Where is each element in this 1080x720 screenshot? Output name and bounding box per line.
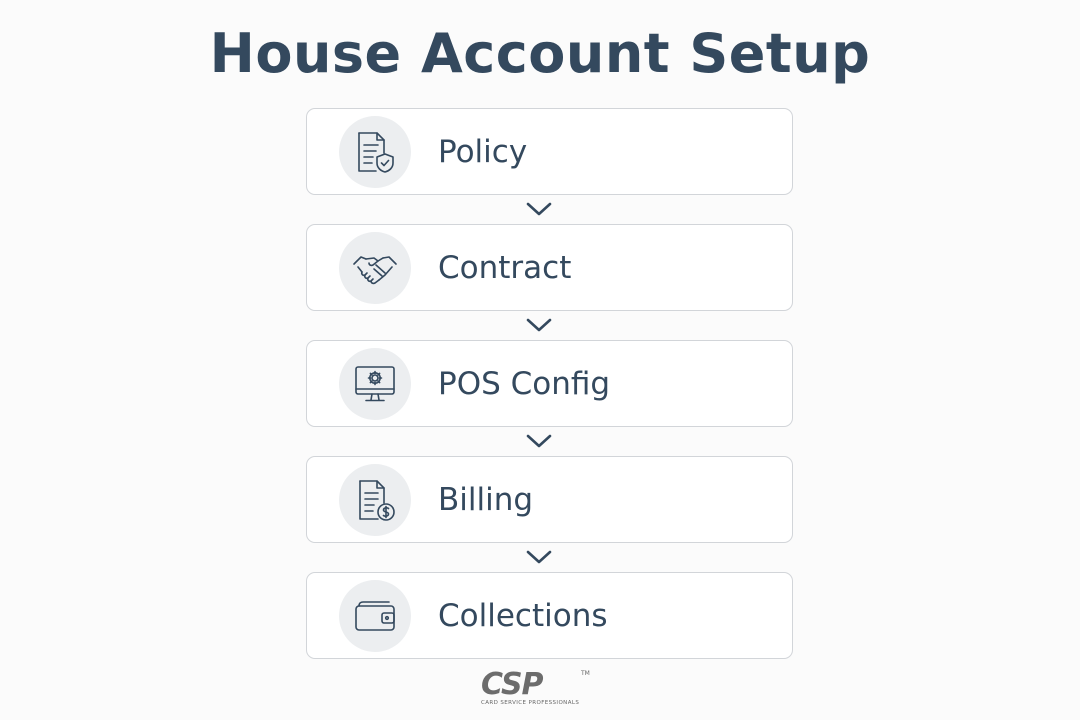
step-contract: Contract: [306, 224, 793, 311]
step-pos-config: POS Config: [306, 340, 793, 427]
chevron-down-icon: [306, 543, 793, 572]
chevron-down-icon: [306, 311, 793, 340]
monitor-gear-icon: [339, 348, 411, 420]
step-label: Contract: [438, 250, 572, 286]
chevron-down-icon: [306, 195, 793, 224]
logo-trademark: TM: [581, 670, 590, 677]
logo-tagline: CARD SERVICE PROFESSIONALS: [481, 700, 580, 706]
step-label: Policy: [438, 134, 528, 170]
step-policy: Policy: [306, 108, 793, 195]
step-label: Billing: [438, 482, 534, 518]
document-shield-icon: [339, 116, 411, 188]
step-label: Collections: [438, 598, 608, 634]
handshake-icon: [339, 232, 411, 304]
chevron-down-icon: [306, 427, 793, 456]
logo-wordmark: CSP: [481, 667, 544, 702]
step-collections: Collections: [306, 572, 793, 659]
step-billing: Billing: [306, 456, 793, 543]
document-dollar-icon: [339, 464, 411, 536]
step-label: POS Config: [438, 366, 611, 402]
flow-steps: Policy Contract: [306, 108, 793, 659]
wallet-icon: [339, 580, 411, 652]
csp-logo: CSP TM CARD SERVICE PROFESSIONALS: [481, 670, 591, 710]
diagram-title: House Account Setup: [209, 22, 871, 85]
